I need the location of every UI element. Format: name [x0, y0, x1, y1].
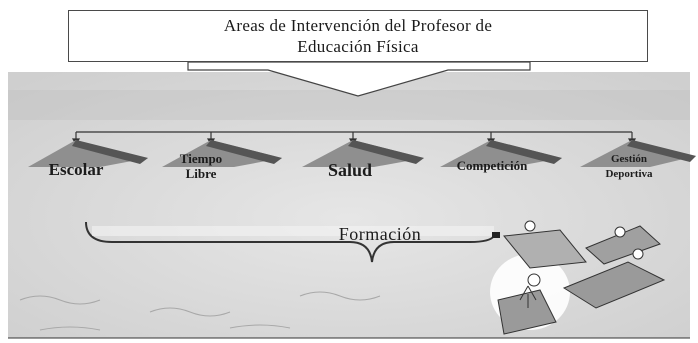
formacion-band	[92, 226, 494, 236]
area-label-competicion: Competición	[456, 158, 528, 173]
area-label-salud: Salud	[327, 160, 373, 180]
roof-competicion	[440, 140, 562, 167]
area-label-escolar: Escolar	[48, 160, 104, 179]
formacion-label: Formación	[338, 224, 422, 244]
formacion-brace	[85, 221, 495, 263]
area-label-tiempo-libre: Tiempo Libre	[179, 151, 223, 181]
title-line-1: Areas de Intervención del Profesor de	[223, 16, 493, 35]
roof-escolar	[28, 140, 148, 167]
brace-end-marker	[492, 232, 500, 238]
climbers-illustration	[490, 220, 666, 335]
roof-tiempo-libre	[162, 140, 282, 167]
background-blur-band	[8, 90, 690, 120]
ground-sketch	[19, 291, 381, 331]
title-line-2: Educación Física	[297, 37, 419, 56]
roof-gestion-deportiva	[580, 140, 696, 167]
area-label-gestion-deportiva: Gestión Deportiva	[605, 153, 653, 180]
down-arrow	[187, 61, 531, 97]
roof-salud	[302, 140, 424, 167]
title-box: Areas de Intervención del Profesor de Ed…	[68, 10, 648, 62]
